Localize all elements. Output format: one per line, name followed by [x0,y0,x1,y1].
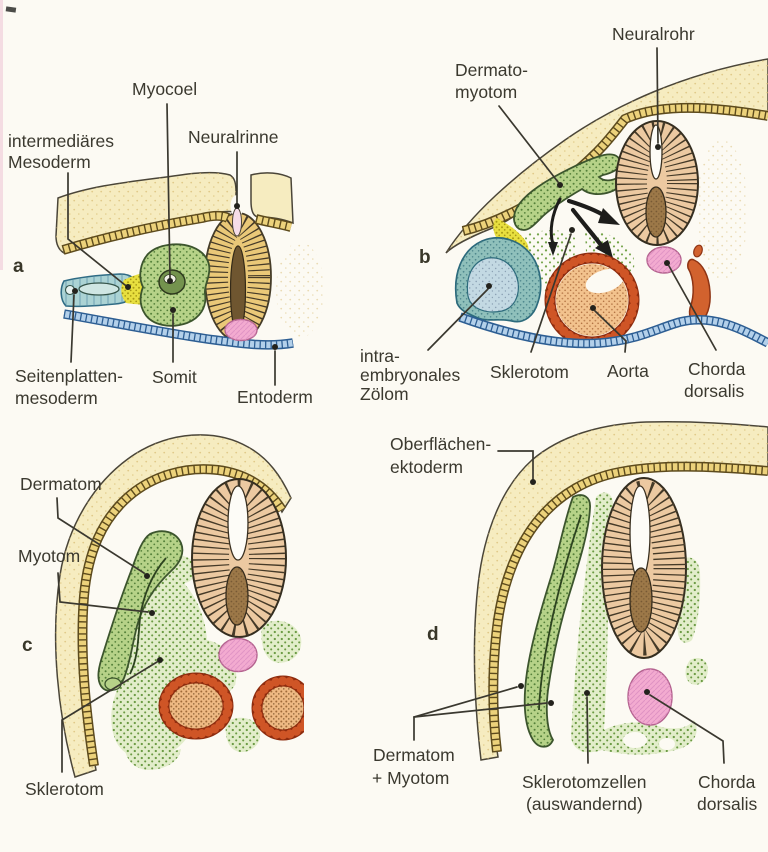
migration-arrows [548,197,620,258]
label-somit: Somit [152,367,197,387]
aorta-right-c [251,675,320,741]
chorda-c-hatch [219,638,257,672]
chorda-a-hatch [225,319,257,341]
chorda-b-hatch [647,247,681,273]
label-sklerotomzellen-1: Sklerotomzellen [522,772,647,792]
label-chorda-b-1: Chorda [688,359,746,379]
aorta-right-cut [304,676,320,740]
sklerotom-mass-c [111,555,302,770]
label-myotom-c: Myotom [18,546,80,566]
panel-letter-a: a [13,256,24,277]
aorta [544,252,640,348]
neural-tube-d [601,477,687,659]
somite [139,243,211,327]
panel-d: Oberflächen- ektoderm d Dermatom + Myoto… [372,420,768,814]
lateral-plate-mesoderm [60,273,137,308]
white-gap-2 [659,738,675,750]
stipple-shading-a [276,242,324,338]
label-zoelom-1: intra- [360,346,400,366]
label-myocoel: Myocoel [132,79,197,99]
panel-b: Neuralrohr Dermato- myotom b intra- embr… [360,24,768,404]
panel-b-leaders [427,47,717,353]
label-chorda-b-2: dorsalis [684,381,745,401]
label-dermatom-c: Dermatom [20,474,102,494]
ectoderm-d-speckle [474,421,768,760]
neural-tube-lumen-d [629,485,651,581]
label-dermatom-myotom-1: Dermatom [373,745,455,765]
panel-c: Dermatom Myotom c Sklerotom [18,434,320,799]
panel-a-leaders [67,103,278,386]
label-neuralrinne: Neuralrinne [188,127,278,147]
neural-tube-c [191,478,287,638]
label-sklerotomzellen-2: (auswandernd) [526,794,643,814]
neural-tube-b [615,120,699,246]
label-aorta: Aorta [607,361,649,381]
lateral-plate-slit [78,282,120,296]
neural-tube-lumen-c [227,485,249,561]
label-sklerotom-b: Sklerotom [490,362,569,382]
chorda-d-hatch [628,669,672,725]
scan-mark-artifact [5,6,17,13]
label-dermatomyotom-1: Dermato- [455,60,528,80]
aorta-left-c [158,672,234,740]
small-vessel [687,244,711,324]
label-chorda-d-2: dorsalis [697,794,758,814]
label-dermatom-myotom-2: + Myotom [372,768,449,788]
white-gap-1 [623,732,647,748]
neural-tube-lumen-b [649,124,663,180]
neural-groove-channel [232,207,242,237]
panel-a: Myocoel Neuralrinne intermediäres Mesode… [8,79,324,408]
myotom-boundary-d [538,514,582,711]
ectoderm-c-speckle [55,434,291,777]
ectoderm-right-flap-a [250,172,294,225]
label-chorda-d-1: Chorda [698,772,756,792]
label-sklerotom-c: Sklerotom [25,779,104,799]
panel-letter-c: c [22,635,33,656]
scan-edge-artifact [0,0,3,270]
label-seitenplattenmesoderm-2: mesoderm [15,388,98,408]
label-dermatomyotom-2: myotom [455,82,517,102]
ectoderm-a-speckle [56,172,236,253]
label-neuralrohr: Neuralrohr [612,24,695,44]
label-zoelom-2: embryonales [360,365,460,385]
panel-c-leaders [56,497,163,773]
panel-letter-b: b [419,247,431,268]
panel-d-leaders [413,450,725,764]
label-entoderm: Entoderm [237,387,313,407]
myotom-boundary-c [129,557,167,675]
dermatomyotom [513,153,622,231]
label-intermediaeres-mesoderm-1: intermediäres [8,131,114,151]
dermatom-myotom-d [523,494,591,748]
label-oberflaechenektoderm-2: ektoderm [390,457,463,477]
stipple-shading-b [696,140,748,280]
label-intermediaeres-mesoderm-2: Mesoderm [8,152,91,172]
label-zoelom-3: Zölom [360,384,409,404]
panel-letter-d: d [427,624,439,645]
label-seitenplattenmesoderm-1: Seitenplatten- [15,366,123,386]
label-oberflaechenektoderm-1: Oberflächen- [390,434,491,454]
